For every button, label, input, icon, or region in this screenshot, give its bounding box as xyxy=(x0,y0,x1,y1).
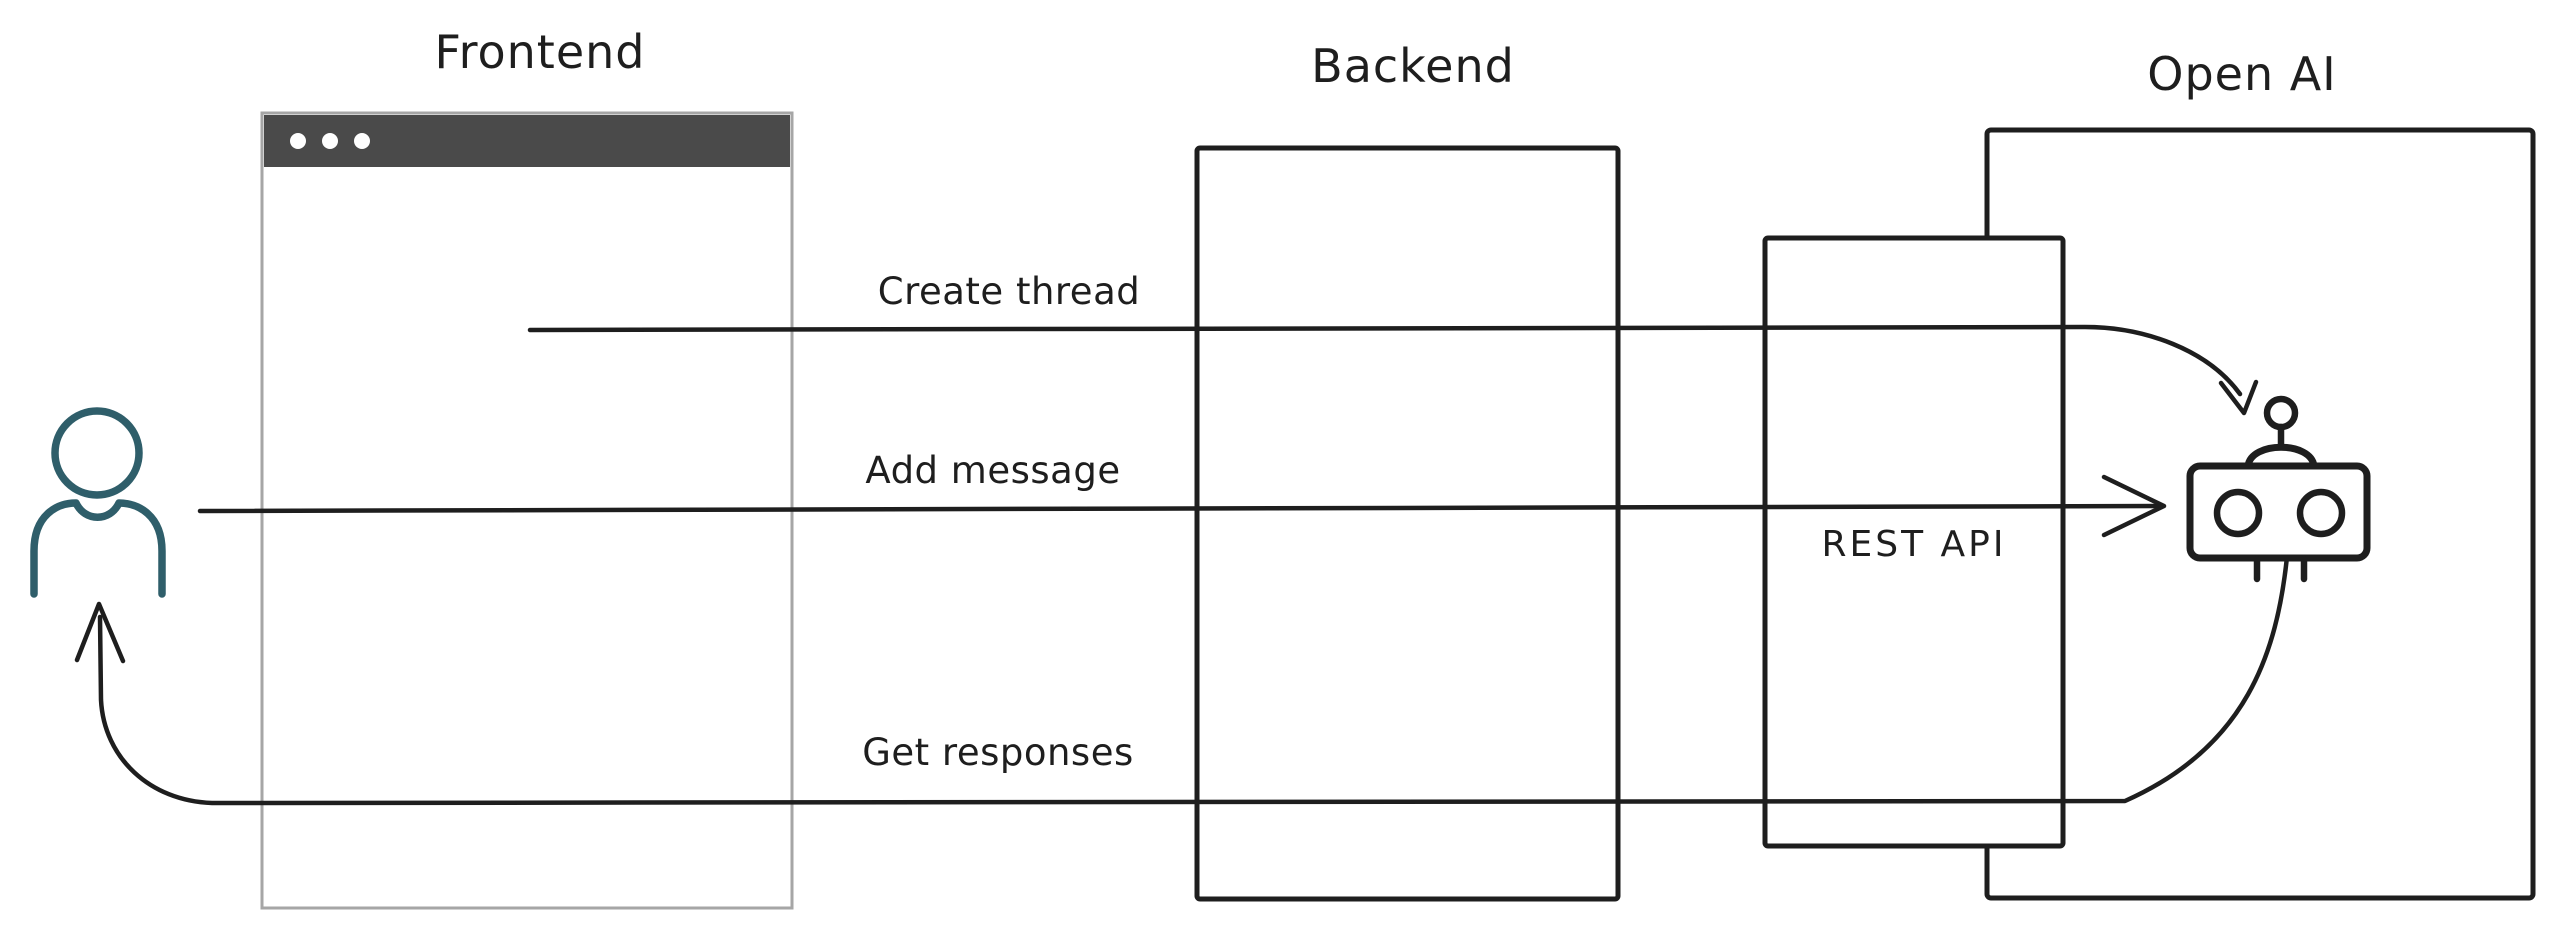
titlebar-dot xyxy=(354,133,370,149)
browser-titlebar xyxy=(264,115,790,167)
robot-antenna-ball xyxy=(2263,395,2299,431)
user-shoulders xyxy=(30,499,166,598)
rest-api-label: REST API xyxy=(1822,524,2007,565)
backend-box-rect xyxy=(1194,145,1621,902)
robot-icon xyxy=(2186,395,2371,583)
create-thread-arrow xyxy=(527,324,2259,416)
robot-dome xyxy=(2244,443,2318,470)
create-thread-label: Create thread xyxy=(878,270,1140,313)
arrowhead-up-icon xyxy=(74,601,126,664)
get-responses-arrow xyxy=(74,554,2290,806)
rest-api-box xyxy=(1762,235,2066,849)
add-message-label: Add message xyxy=(865,449,1120,492)
user-head xyxy=(51,407,143,499)
backend-box xyxy=(1194,145,1621,902)
titlebar-dots-icon xyxy=(290,133,370,149)
rest-api-box-rect xyxy=(1762,235,2066,849)
add-message-line xyxy=(197,503,2163,514)
robot-right-eye xyxy=(2296,488,2346,538)
openai-section-title: Open AI xyxy=(2147,47,2337,101)
robot-left-eye xyxy=(2213,488,2263,538)
titlebar-dot xyxy=(322,133,338,149)
arrowhead-right-icon xyxy=(2101,474,2167,538)
get-responses-line xyxy=(97,554,2290,806)
user-icon xyxy=(30,407,166,598)
get-responses-label: Get responses xyxy=(862,731,1134,774)
frontend-section-title: Frontend xyxy=(434,25,645,79)
create-thread-line xyxy=(527,324,2243,397)
titlebar-dot xyxy=(290,133,306,149)
add-message-arrow xyxy=(197,474,2167,538)
arrowhead-down-icon xyxy=(2218,379,2259,416)
flow-arrows xyxy=(74,324,2290,806)
backend-section-title: Backend xyxy=(1311,39,1515,93)
